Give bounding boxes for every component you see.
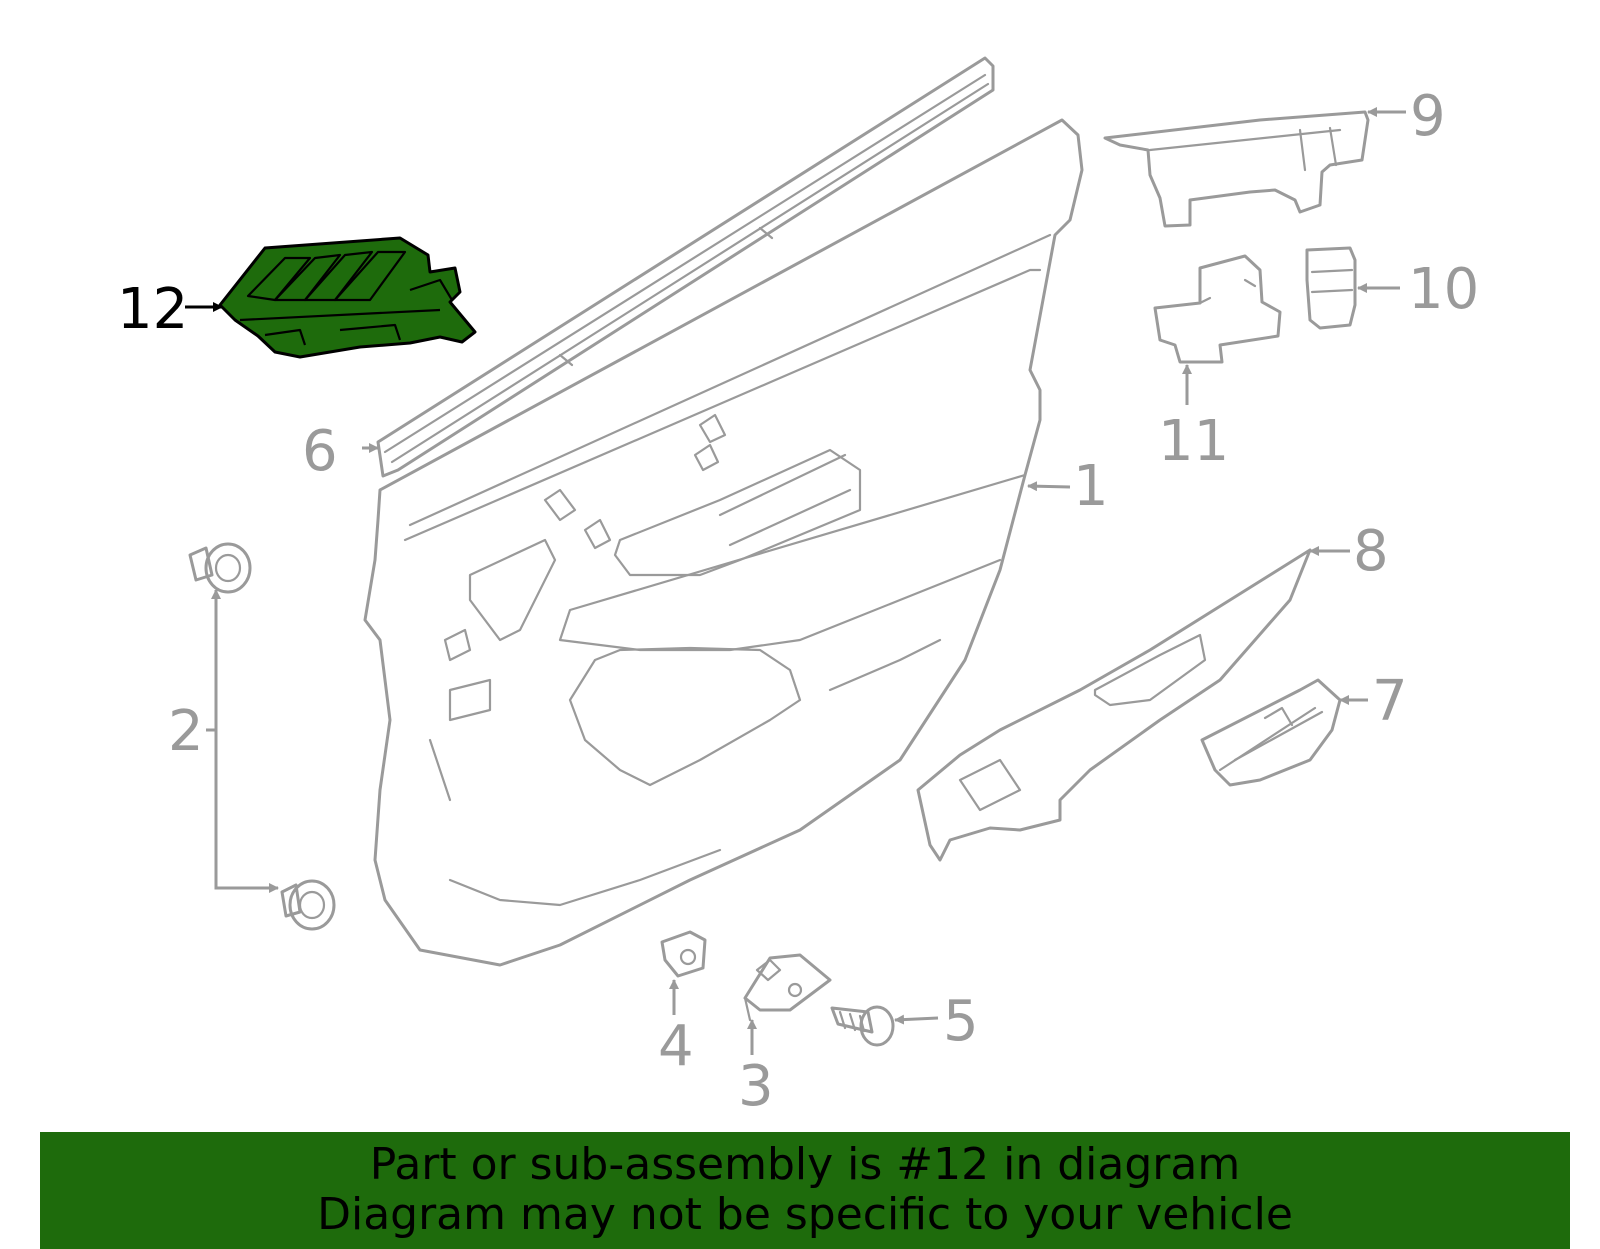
callout-5[interactable]: 5 — [943, 989, 979, 1054]
callout-6[interactable]: 6 — [302, 419, 338, 484]
callout-2[interactable]: 2 — [168, 699, 204, 764]
switch-bezel-part-9[interactable] — [1103, 110, 1370, 228]
callout-labels: 1 2 3 4 5 6 7 8 9 10 11 12 — [117, 84, 1479, 1119]
callout-8[interactable]: 8 — [1353, 519, 1389, 584]
clip-part-4[interactable] — [660, 930, 707, 978]
pull-handle-part-7[interactable] — [1200, 678, 1342, 787]
callout-10[interactable]: 10 — [1408, 257, 1479, 322]
screw-part-5[interactable] — [830, 1005, 895, 1047]
bracket-part-3[interactable] — [743, 953, 832, 1022]
door-trim-panel-part-1[interactable] — [363, 118, 1084, 967]
callout-11[interactable]: 11 — [1158, 409, 1229, 474]
leader-lines — [185, 107, 1406, 1055]
callout-4[interactable]: 4 — [658, 1014, 694, 1079]
banner-line-2: Diagram may not be specific to your vehi… — [317, 1189, 1293, 1240]
callout-1[interactable]: 1 — [1073, 454, 1109, 519]
highlighted-switch-assembly-part-12[interactable] — [218, 236, 477, 359]
callout-3[interactable]: 3 — [738, 1054, 774, 1119]
callout-7[interactable]: 7 — [1372, 669, 1408, 734]
banner-line-1: Part or sub-assembly is #12 in diagram — [369, 1139, 1241, 1190]
armrest-trim-part-8[interactable] — [916, 548, 1312, 862]
callout-12[interactable]: 12 — [117, 277, 188, 342]
info-banner: Part or sub-assembly is #12 in diagram D… — [40, 1132, 1570, 1249]
clip-part-2-lower[interactable] — [280, 879, 336, 931]
weatherstrip-part-6[interactable] — [376, 56, 995, 478]
clip-part-2-upper[interactable] — [188, 542, 252, 594]
switch-module-part-11[interactable] — [1153, 254, 1282, 364]
callout-9[interactable]: 9 — [1410, 84, 1446, 149]
switch-part-10[interactable] — [1305, 246, 1357, 330]
